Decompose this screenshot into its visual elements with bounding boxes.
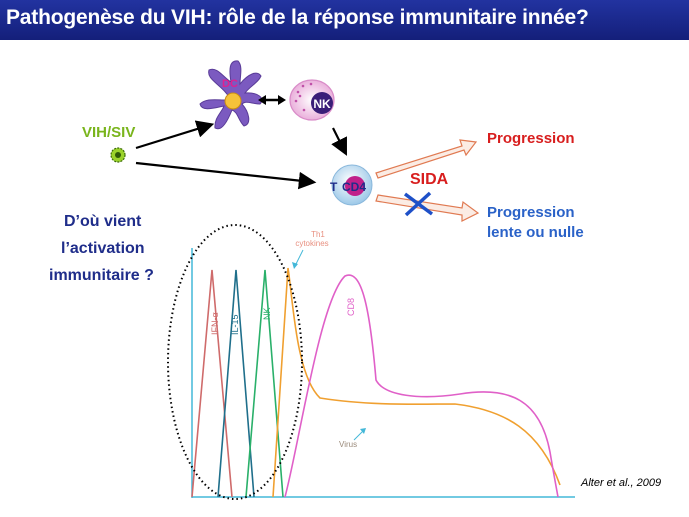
innate-response-highlight [167,224,303,500]
sida-label: SIDA [410,171,449,188]
nk-curve [245,269,284,498]
nk-to-tcd4-arrow [331,127,347,156]
th1-virus-curve [272,267,561,498]
dendritic-cell-icon [199,60,263,130]
slow-progression-arrow [375,194,480,222]
question-line1: D’où vient [64,213,142,230]
virus-icon [110,147,126,163]
title-bar: Pathogenèse du VIH: rôle de la réponse i… [0,0,689,40]
th1-pointer-head [292,262,298,269]
virus-pointer-head [360,428,366,434]
question-line2: l’activation [61,240,145,257]
virus-to-dc-arrow [135,120,215,150]
th1-label-line2: cytokines [295,239,328,248]
cd8-curve [284,274,559,498]
blocked-cross-icon [403,191,434,217]
tcd4-cd4-label: CD4 [342,180,366,194]
th1-label-line1: Th1 [311,230,325,239]
virus-to-tcd4-arrow [135,161,317,190]
tcd4-t-label: T [330,180,338,194]
slow-progression-line1: Progression [487,204,575,221]
nk-curve-label: NK [262,307,272,320]
nk-cell-icon [289,79,335,121]
ifn-curve [191,269,233,498]
il15-curve [217,269,255,498]
nk-label: NK [313,97,331,111]
virus-curve-label: Virus [339,440,357,449]
citation: Alter et al., 2009 [581,477,662,489]
virus-label: VIH/SIV [82,124,136,141]
tcd4-cell-icon [331,164,373,206]
progression-label: Progression [487,130,575,147]
question-line3: immunitaire ? [49,267,154,284]
slide-title: Pathogenèse du VIH: rôle de la réponse i… [6,6,589,29]
il15-curve-label: IL-15 [230,314,240,335]
ifn-curve-label: IFN-α [210,312,220,335]
dc-nk-arrow [258,95,286,105]
slow-progression-line2: lente ou nulle [487,224,584,241]
cd8-curve-label: CD8 [346,298,356,316]
th1-pointer [294,249,304,267]
dc-label: DC [222,78,238,90]
progression-arrow [375,139,478,179]
